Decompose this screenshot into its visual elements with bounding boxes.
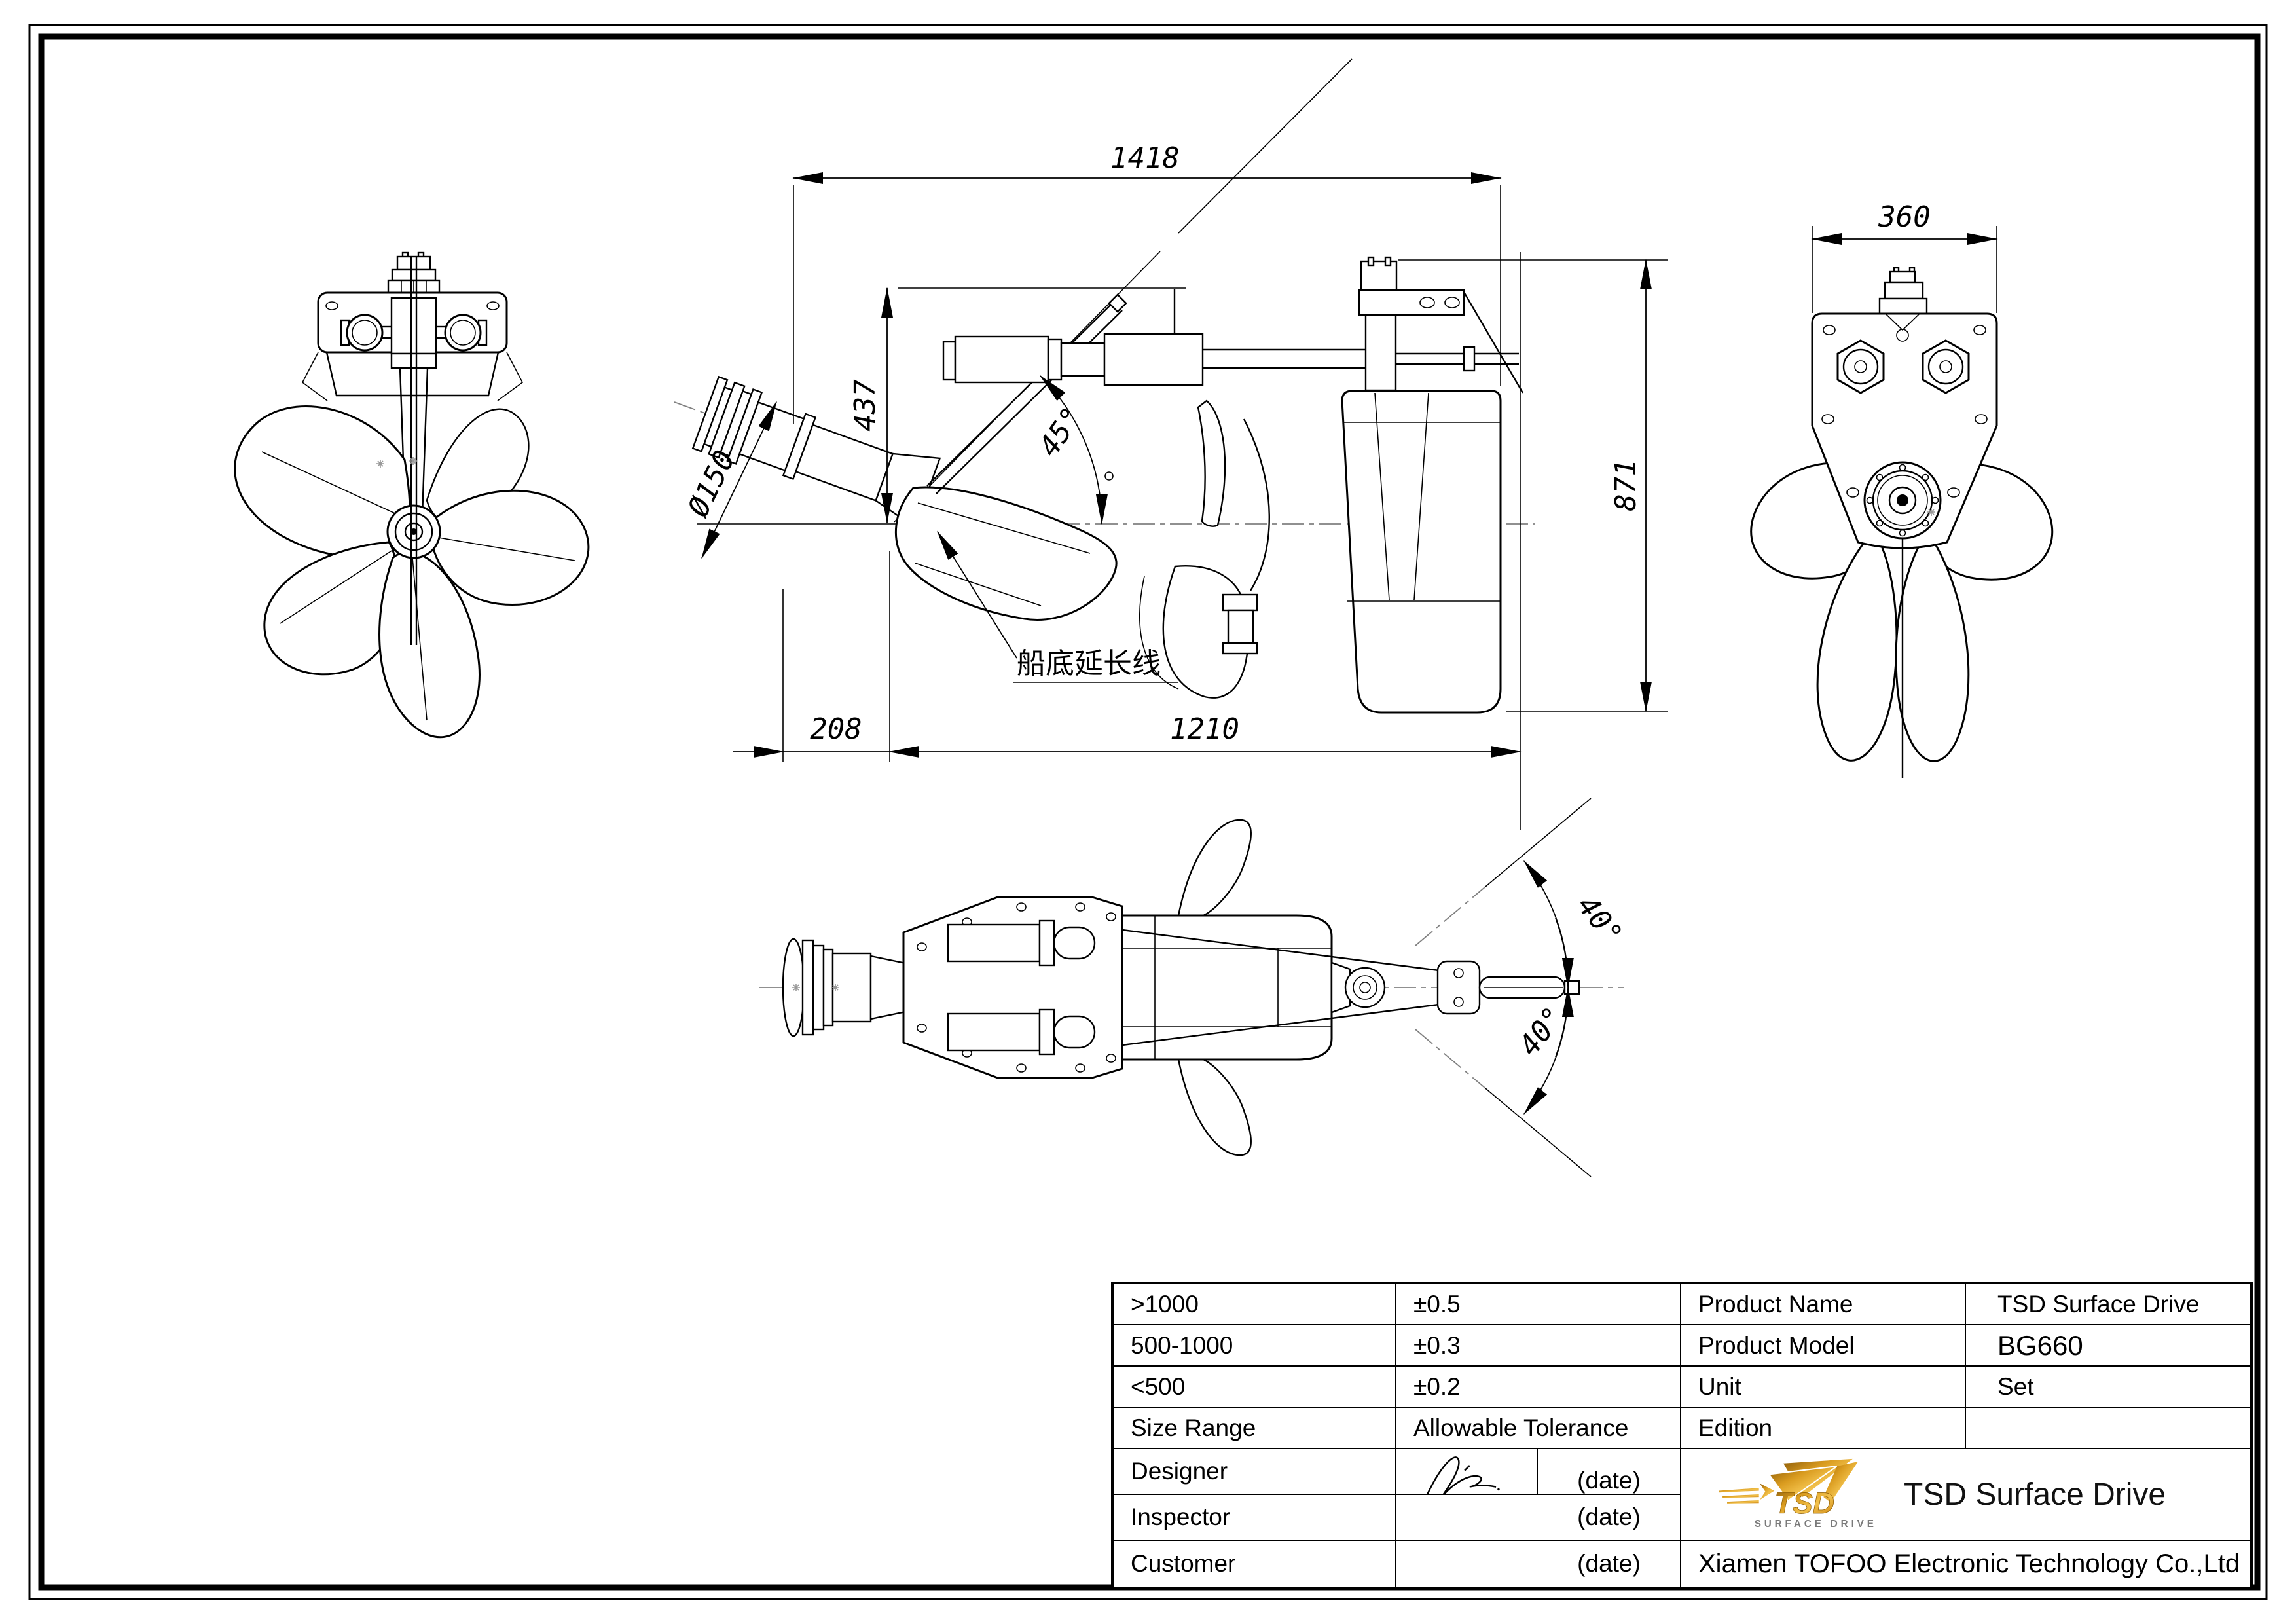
side-transom-bracket bbox=[1358, 289, 1465, 316]
front-prop-blade bbox=[234, 405, 411, 559]
side-prop-blade bbox=[1197, 399, 1226, 527]
company-name: Xiamen TOFOO Electronic Technology Co.,L… bbox=[1698, 1549, 2240, 1578]
unit-value: Set bbox=[1966, 1367, 2250, 1408]
product-name-value: TSD Surface Drive bbox=[1966, 1284, 2250, 1325]
edition-value bbox=[1966, 1408, 2250, 1449]
dimensions: 1418 437 871 208 1210 Ø150 45° 船底延长线 360 bbox=[682, 141, 1998, 1062]
product-name-label: Product Name bbox=[1681, 1284, 1966, 1325]
dim-871: 871 bbox=[1609, 459, 1643, 511]
dim-437: 437 bbox=[848, 379, 882, 432]
rear-view bbox=[1750, 267, 2054, 778]
tol-range-1: >1000 bbox=[1114, 1284, 1396, 1325]
tol-value-3: ±0.2 bbox=[1396, 1367, 1681, 1408]
top-cylinder-up bbox=[947, 923, 1041, 963]
top-body bbox=[1121, 914, 1333, 1061]
logo-sails bbox=[1768, 1458, 1859, 1503]
tsd-logo: TSD SURFACE DRIVE bbox=[1719, 1458, 1877, 1530]
side-view bbox=[674, 58, 1535, 830]
brand-title: TSD Surface Drive bbox=[1904, 1477, 2166, 1512]
inspector-date: (date) bbox=[1577, 1504, 1641, 1530]
top-view bbox=[759, 798, 1624, 1177]
dim-360: 360 bbox=[1878, 200, 1930, 234]
top-steering-pivot bbox=[1344, 967, 1386, 1008]
designer-label: Designer bbox=[1114, 1449, 1396, 1495]
note-hull-extension: 船底延长线 bbox=[1017, 647, 1161, 680]
tol-value-2: ±0.3 bbox=[1396, 1325, 1681, 1367]
size-range-header: Size Range bbox=[1114, 1408, 1396, 1449]
dim-1210: 1210 bbox=[1170, 712, 1239, 746]
front-view bbox=[234, 251, 590, 739]
logo-speed-lines bbox=[1719, 1483, 1775, 1504]
edition-label: Edition bbox=[1681, 1408, 1966, 1449]
logo-subtext: SURFACE DRIVE bbox=[1755, 1519, 1877, 1530]
tol-value-1: ±0.5 bbox=[1396, 1284, 1681, 1325]
title-block: >1000 ±0.5 Product Name TSD Surface Driv… bbox=[1111, 1282, 2253, 1589]
dim-steer-down: 40° bbox=[1512, 1001, 1571, 1062]
tol-range-3: <500 bbox=[1114, 1367, 1396, 1408]
product-model-value: BG660 bbox=[1966, 1325, 2250, 1367]
top-prop-blade-up bbox=[1177, 819, 1252, 917]
front-prop-blade bbox=[263, 541, 401, 676]
side-antiventilation-plate bbox=[1341, 390, 1502, 714]
rear-prop-blade bbox=[1895, 530, 1970, 762]
product-model-label: Product Model bbox=[1681, 1325, 1966, 1367]
signature-glyph bbox=[1427, 1456, 1500, 1494]
dim-steer-up: 40° bbox=[1571, 889, 1629, 951]
dim-trim-angle: 45° bbox=[1032, 401, 1089, 463]
customer-label: Customer bbox=[1114, 1541, 1396, 1587]
inspector-label: Inspector bbox=[1114, 1495, 1396, 1541]
unit-label: Unit bbox=[1681, 1367, 1966, 1408]
side-actuator bbox=[1103, 333, 1204, 386]
rear-prop-blade bbox=[1816, 528, 1898, 762]
designer-signature bbox=[1396, 1449, 1538, 1494]
side-gear-body bbox=[894, 486, 1118, 621]
designer-date: (date) bbox=[1577, 1467, 1641, 1494]
logo-tsd-text: TSD bbox=[1774, 1486, 1834, 1520]
customer-date: (date) bbox=[1577, 1550, 1641, 1577]
top-cylinder-down bbox=[947, 1012, 1041, 1052]
top-tiller-bracket bbox=[1436, 960, 1481, 1015]
tolerance-header: Allowable Tolerance bbox=[1396, 1408, 1681, 1449]
dim-shaft-diameter: Ø150 bbox=[682, 445, 742, 523]
dim-1418: 1418 bbox=[1110, 141, 1180, 175]
tol-range-2: 500-1000 bbox=[1114, 1325, 1396, 1367]
top-prop-blade-down bbox=[1177, 1058, 1252, 1156]
brand-cell: TSD SURFACE DRIVE TSD Surface Drive bbox=[1681, 1449, 2250, 1541]
dim-208: 208 bbox=[810, 712, 862, 746]
